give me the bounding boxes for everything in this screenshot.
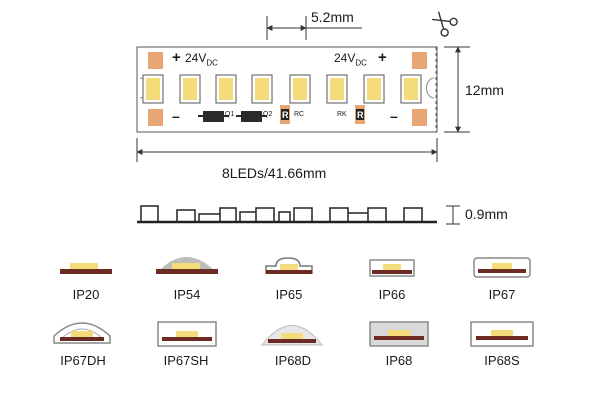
ip67sh-icon bbox=[157, 321, 217, 347]
ip-label: IP68D bbox=[274, 353, 312, 368]
label-q1: Q1 bbox=[225, 111, 235, 118]
segment-dimension bbox=[136, 138, 438, 162]
ip-label: IP67SH bbox=[163, 353, 209, 368]
ip67-icon bbox=[473, 257, 531, 278]
minus-right: – bbox=[390, 108, 398, 124]
components bbox=[198, 105, 365, 124]
ip-label: IP66 bbox=[378, 287, 406, 302]
ip68s-icon bbox=[470, 321, 534, 347]
ip68-icon bbox=[369, 321, 429, 347]
resistor-mark-rk: R bbox=[357, 110, 364, 120]
led-phosphor bbox=[404, 78, 418, 100]
ip-label: IP68 bbox=[385, 353, 413, 368]
width-label: 12mm bbox=[465, 82, 504, 98]
scissors-icon bbox=[432, 11, 458, 37]
led-phosphor bbox=[330, 78, 344, 100]
led-phosphor bbox=[293, 78, 307, 100]
label-rc: RC bbox=[294, 111, 305, 118]
ip68d-icon bbox=[260, 325, 324, 346]
solder-pad bbox=[148, 52, 163, 69]
label-q2: Q2 bbox=[263, 111, 273, 118]
side-profile bbox=[137, 205, 437, 224]
led-phosphor bbox=[146, 78, 160, 100]
ip67dh-icon bbox=[53, 322, 111, 344]
resistor-mark-rc: R bbox=[282, 110, 289, 120]
ip-label: IP65 bbox=[275, 287, 303, 302]
ip66-icon bbox=[369, 259, 415, 277]
segment-label: 8LEDs/41.66mm bbox=[222, 165, 327, 181]
ip-label: IP20 bbox=[72, 287, 100, 302]
plus-right: + bbox=[378, 49, 387, 66]
solder-pad bbox=[412, 109, 427, 126]
ip20-icon bbox=[60, 263, 112, 274]
ip65-icon bbox=[265, 257, 313, 274]
led-phosphor bbox=[219, 78, 233, 100]
transistor-q2 bbox=[241, 111, 262, 122]
pitch-label: 5.2mm bbox=[311, 9, 354, 25]
solder-pad bbox=[148, 109, 163, 126]
voltage-left: 24VDC bbox=[185, 51, 218, 68]
voltage-right: 24VDC bbox=[334, 51, 367, 68]
led-phosphor bbox=[255, 78, 269, 100]
plus-left: + bbox=[172, 49, 181, 66]
label-rk: RK bbox=[337, 111, 347, 118]
transistor-q1 bbox=[203, 111, 224, 122]
ip-label: IP67 bbox=[488, 287, 516, 302]
thickness-label: 0.9mm bbox=[465, 206, 508, 222]
ip-label: IP67DH bbox=[60, 353, 106, 368]
led-phosphor bbox=[367, 78, 381, 100]
solder-pad bbox=[412, 52, 427, 69]
led-phosphor bbox=[183, 78, 197, 100]
pitch-dimension bbox=[266, 16, 362, 40]
thickness-dimension bbox=[446, 205, 460, 225]
width-dimension bbox=[444, 46, 470, 133]
ip-label: IP54 bbox=[173, 287, 201, 302]
minus-left: – bbox=[172, 108, 180, 124]
ip54-icon bbox=[156, 257, 218, 274]
ip-label: IP68S bbox=[484, 353, 520, 368]
led-chips bbox=[142, 74, 422, 104]
